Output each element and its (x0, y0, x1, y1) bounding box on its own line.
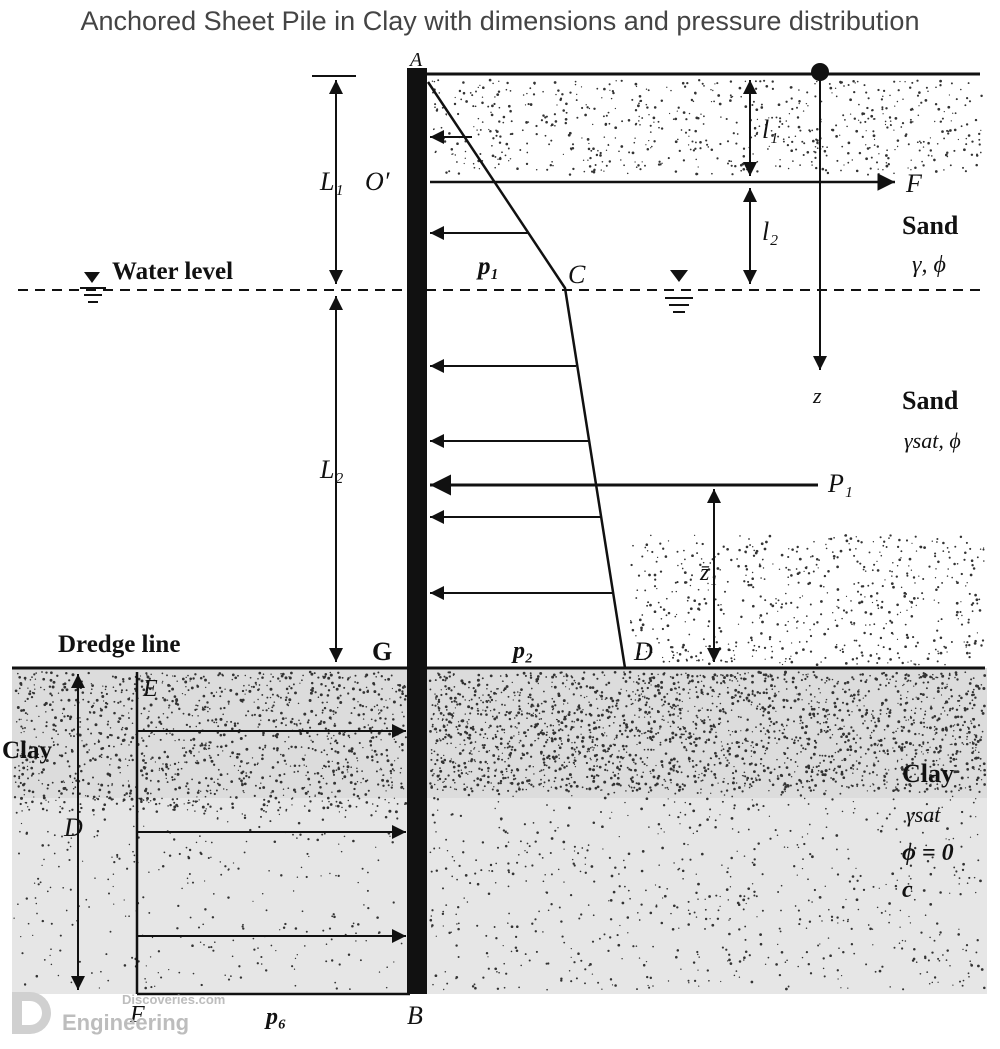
watermark-logo: Discoveries.com Engineering (12, 992, 225, 1035)
water-level-symbol-left (80, 272, 106, 303)
water-level-symbol-right (665, 270, 693, 313)
watermark-line2: Engineering (62, 1010, 189, 1035)
clay-upper-band (12, 668, 987, 798)
sheet-pile-wall (407, 68, 427, 994)
label-z1: z̄₁ (699, 560, 718, 586)
label-clay-name: Clay (902, 759, 954, 788)
pressure-diagram-outline (426, 81, 627, 669)
label-p6: p₆ (264, 1004, 286, 1030)
label-water-level: Water level (112, 258, 233, 285)
diagram-title: Anchored Sheet Pile in Clay with dimensi… (80, 6, 920, 36)
sand-lower-stipple (629, 534, 985, 666)
label-point-G: G (372, 637, 392, 666)
label-L2: L₂ (319, 455, 344, 484)
label-l2: l₂ (762, 217, 778, 246)
watermark-line1: Discoveries.com (122, 992, 225, 1007)
label-sand-top-name: Sand (902, 211, 959, 240)
label-clay-left: Clay (2, 737, 53, 764)
label-clay-c: c (902, 877, 913, 903)
label-p1: p₁ (476, 253, 499, 280)
label-point-F-bottom: F (129, 1002, 145, 1028)
label-point-A: A (408, 49, 423, 71)
clay-pressure-arrows (138, 724, 406, 943)
label-clay-gamma: γsat (906, 802, 941, 827)
label-point-E: E (142, 676, 158, 702)
surface-point (811, 63, 829, 81)
label-point-D: D (633, 637, 653, 666)
label-dredge-line: Dredge line (58, 631, 180, 658)
label-F-force: F (905, 169, 923, 198)
label-point-B: B (407, 1001, 423, 1030)
label-O-prime: O′ (365, 167, 390, 196)
label-point-C: C (568, 260, 586, 289)
active-pressure-arrows (430, 130, 612, 600)
label-z-axis: z (812, 383, 822, 408)
label-sand-top-props: γ, ϕ (912, 252, 946, 278)
sand-top-stipple (431, 78, 983, 176)
clay-net-pressure-diagram (135, 672, 410, 996)
L1-dimension (312, 75, 356, 284)
label-clay-phi: ϕ = 0 (902, 840, 954, 866)
label-sand-sat-props: γsat, ϕ (904, 428, 961, 453)
label-P1: P₁ (827, 469, 853, 498)
label-L1: L₁ (319, 167, 344, 196)
label-l1: l₁ (762, 115, 778, 144)
label-D-depth: D (63, 813, 83, 842)
label-p2: p₂ (511, 638, 533, 664)
label-sand-sat-name: Sand (902, 386, 959, 415)
